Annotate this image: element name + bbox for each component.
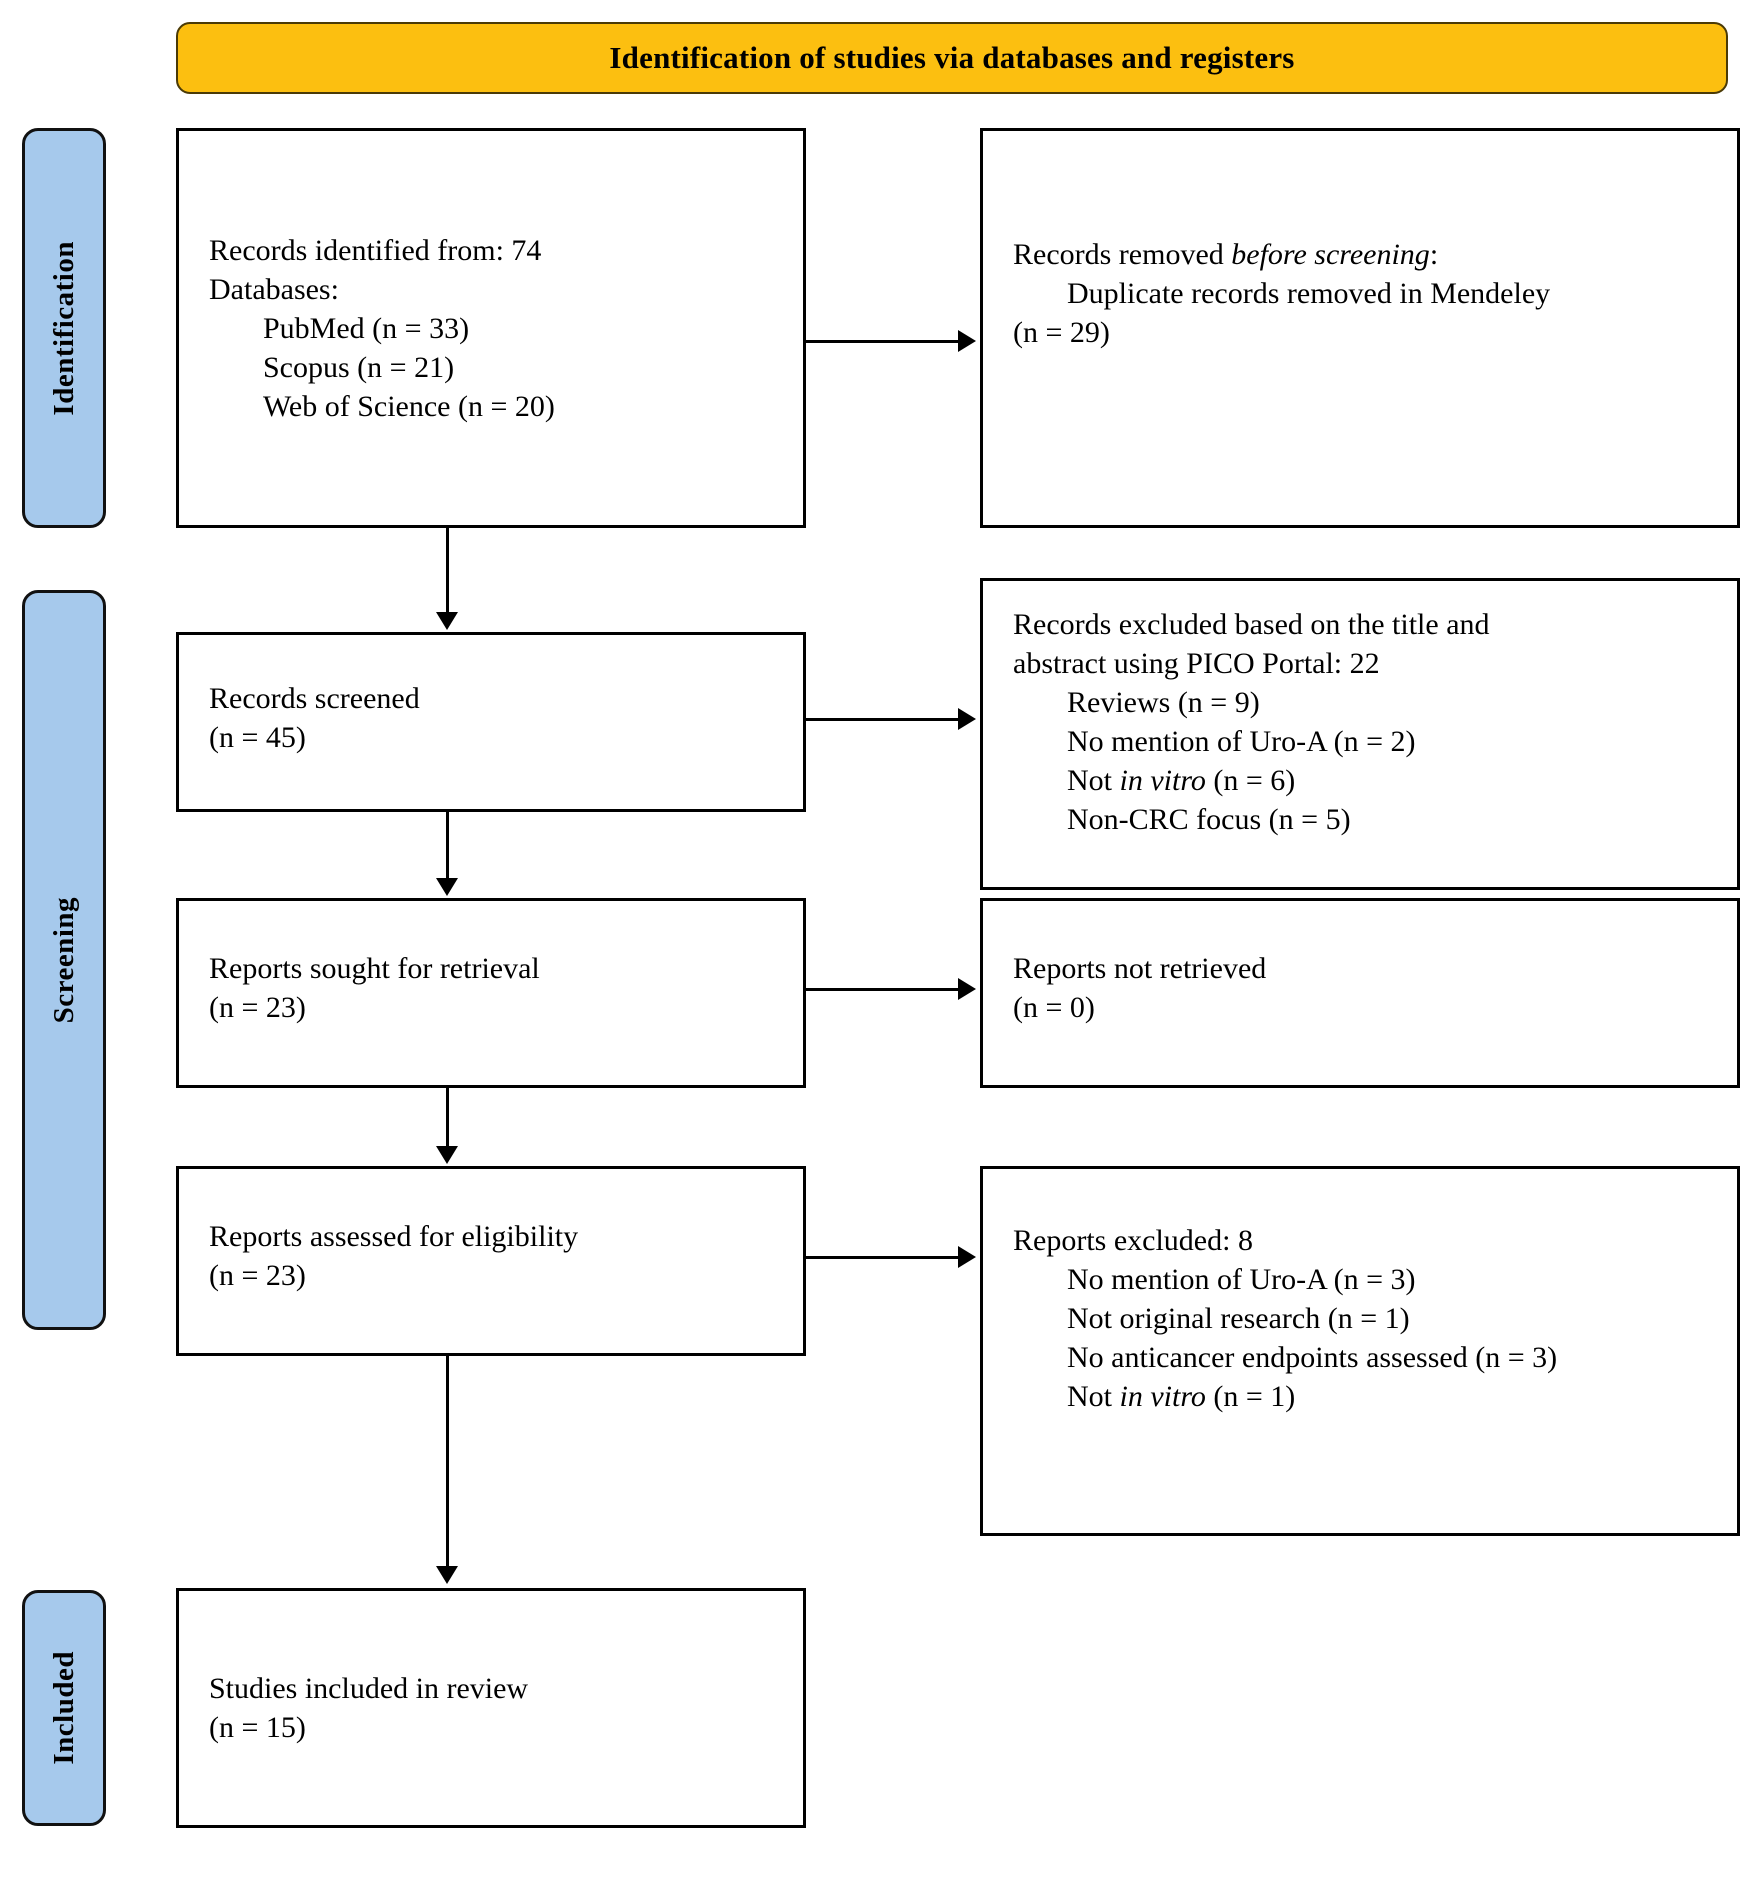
connector-assessed-to-reports-excluded [806, 1256, 958, 1259]
records-identified-line2: Databases: [209, 273, 339, 306]
box-records-screened: Records screened (n = 45) [176, 632, 806, 812]
arrowhead-screened-to-sought [436, 878, 458, 896]
box-reports-sought: Reports sought for retrieval (n = 23) [176, 898, 806, 1088]
connector-screened-to-excluded [806, 718, 958, 721]
box-reports-assessed-text: Reports assessed for eligibility (n = 23… [209, 1217, 785, 1295]
diagram-header-banner: Identification of studies via databases … [176, 22, 1728, 94]
records-screened-line1: Records screened [209, 682, 420, 715]
box-studies-included-text: Studies included in review (n = 15) [209, 1669, 785, 1747]
records-identified-line1: Records identified from: 74 [209, 234, 542, 267]
records-excluded-non-crc: Non-CRC focus (n = 5) [1067, 803, 1351, 836]
box-records-removed-text: Records removed before screening: Duplic… [1013, 235, 1719, 352]
reports-not-retrieved-line1: Reports not retrieved [1013, 952, 1267, 985]
reports-excluded-not-in-vitro-a: Not [1067, 1380, 1120, 1413]
box-reports-excluded-text: Reports excluded: 8 No mention of Uro-A … [1013, 1221, 1719, 1416]
records-excluded-reviews: Reviews (n = 9) [1067, 686, 1260, 719]
stage-label-included: Included [22, 1590, 106, 1826]
reports-assessed-count: (n = 23) [209, 1259, 306, 1292]
records-removed-line1-b: : [1429, 238, 1439, 271]
reports-excluded-no-endpoints: No anticancer endpoints assessed (n = 3) [1067, 1341, 1558, 1374]
records-excluded-no-uroa: No mention of Uro-A (n = 2) [1067, 725, 1416, 758]
box-records-identified: Records identified from: 74 Databases: P… [176, 128, 806, 528]
box-reports-not-retrieved: Reports not retrieved (n = 0) [980, 898, 1740, 1088]
box-records-removed: Records removed before screening: Duplic… [980, 128, 1740, 528]
box-records-screened-text: Records screened (n = 45) [209, 679, 785, 757]
box-reports-excluded: Reports excluded: 8 No mention of Uro-A … [980, 1166, 1740, 1536]
records-identified-pubmed: PubMed (n = 33) [263, 312, 470, 345]
box-studies-included: Studies included in review (n = 15) [176, 1588, 806, 1828]
records-excluded-not-in-vitro-italic: in vitro [1119, 764, 1206, 797]
studies-included-line1: Studies included in review [209, 1672, 529, 1705]
studies-included-count: (n = 15) [209, 1711, 306, 1744]
records-removed-line1-italic: before screening [1231, 238, 1430, 271]
reports-excluded-not-original: Not original research (n = 1) [1067, 1302, 1410, 1335]
arrowhead-assessed-to-reports-excluded [958, 1246, 976, 1268]
records-removed-count: (n = 29) [1013, 316, 1110, 349]
connector-sought-to-assessed [446, 1088, 449, 1148]
records-excluded-line2: abstract using PICO Portal: 22 [1013, 647, 1380, 680]
box-reports-sought-text: Reports sought for retrieval (n = 23) [209, 949, 785, 1027]
reports-excluded-not-in-vitro: Not in vitro (n = 1) [1013, 1377, 1719, 1416]
connector-sought-to-not-retrieved [806, 988, 958, 991]
stage-label-identification: Identification [22, 128, 106, 528]
records-identified-scopus: Scopus (n = 21) [263, 351, 455, 384]
box-reports-not-retrieved-text: Reports not retrieved (n = 0) [1013, 949, 1719, 1027]
stage-label-screening: Screening [22, 590, 106, 1330]
reports-excluded-line1: Reports excluded: 8 [1013, 1224, 1253, 1257]
records-excluded-line1: Records excluded based on the title and [1013, 608, 1490, 641]
reports-not-retrieved-count: (n = 0) [1013, 991, 1095, 1024]
reports-sought-count: (n = 23) [209, 991, 306, 1024]
arrowhead-identified-to-removed [958, 330, 976, 352]
reports-excluded-not-in-vitro-b: (n = 1) [1205, 1380, 1296, 1413]
reports-sought-line1: Reports sought for retrieval [209, 952, 540, 985]
connector-assessed-to-included [446, 1356, 449, 1568]
records-excluded-not-in-vitro: Not in vitro (n = 6) [1013, 761, 1719, 800]
records-excluded-not-in-vitro-a: Not [1067, 764, 1120, 797]
diagram-title: Identification of studies via databases … [609, 40, 1295, 75]
box-reports-assessed: Reports assessed for eligibility (n = 23… [176, 1166, 806, 1356]
arrowhead-assessed-to-included [436, 1566, 458, 1584]
records-excluded-not-in-vitro-b: (n = 6) [1205, 764, 1296, 797]
arrowhead-screened-to-excluded [958, 708, 976, 730]
arrowhead-sought-to-not-retrieved [958, 978, 976, 1000]
box-records-excluded-text: Records excluded based on the title and … [1013, 605, 1719, 839]
records-screened-count: (n = 45) [209, 721, 306, 754]
box-records-identified-text: Records identified from: 74 Databases: P… [209, 231, 785, 426]
records-removed-duplicates: Duplicate records removed in Mendeley [1067, 277, 1551, 310]
arrowhead-sought-to-assessed [436, 1146, 458, 1164]
reports-assessed-line1: Reports assessed for eligibility [209, 1220, 579, 1253]
connector-identified-to-removed [806, 340, 958, 343]
stage-label-screening-text: Screening [47, 896, 80, 1024]
stage-label-identification-text: Identification [47, 240, 80, 416]
records-removed-line1-a: Records removed [1013, 238, 1232, 271]
arrowhead-identified-to-screened [436, 612, 458, 630]
connector-identified-to-screened [446, 528, 449, 614]
connector-screened-to-sought [446, 812, 449, 880]
stage-label-included-text: Included [47, 1651, 80, 1765]
reports-excluded-no-uroa: No mention of Uro-A (n = 3) [1067, 1263, 1416, 1296]
box-records-excluded-title-abstract: Records excluded based on the title and … [980, 578, 1740, 890]
reports-excluded-not-in-vitro-italic: in vitro [1119, 1380, 1206, 1413]
records-identified-wos: Web of Science (n = 20) [263, 390, 555, 423]
